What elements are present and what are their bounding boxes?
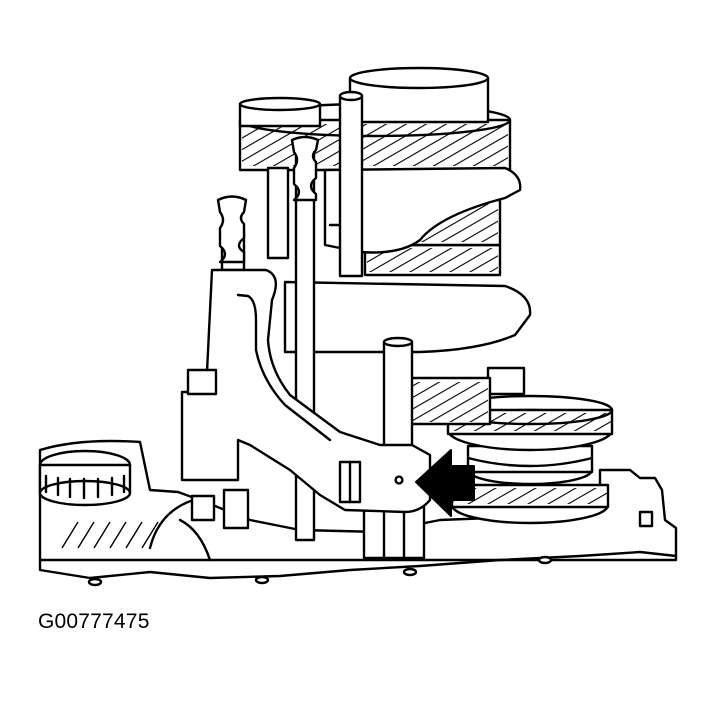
- lower-shift-fork: [180, 268, 432, 530]
- figure-id-label: G00777475: [38, 610, 150, 633]
- small-ring-gear: [38, 449, 132, 507]
- location-arrow: [415, 449, 475, 517]
- middle-shift-fork: [283, 280, 532, 354]
